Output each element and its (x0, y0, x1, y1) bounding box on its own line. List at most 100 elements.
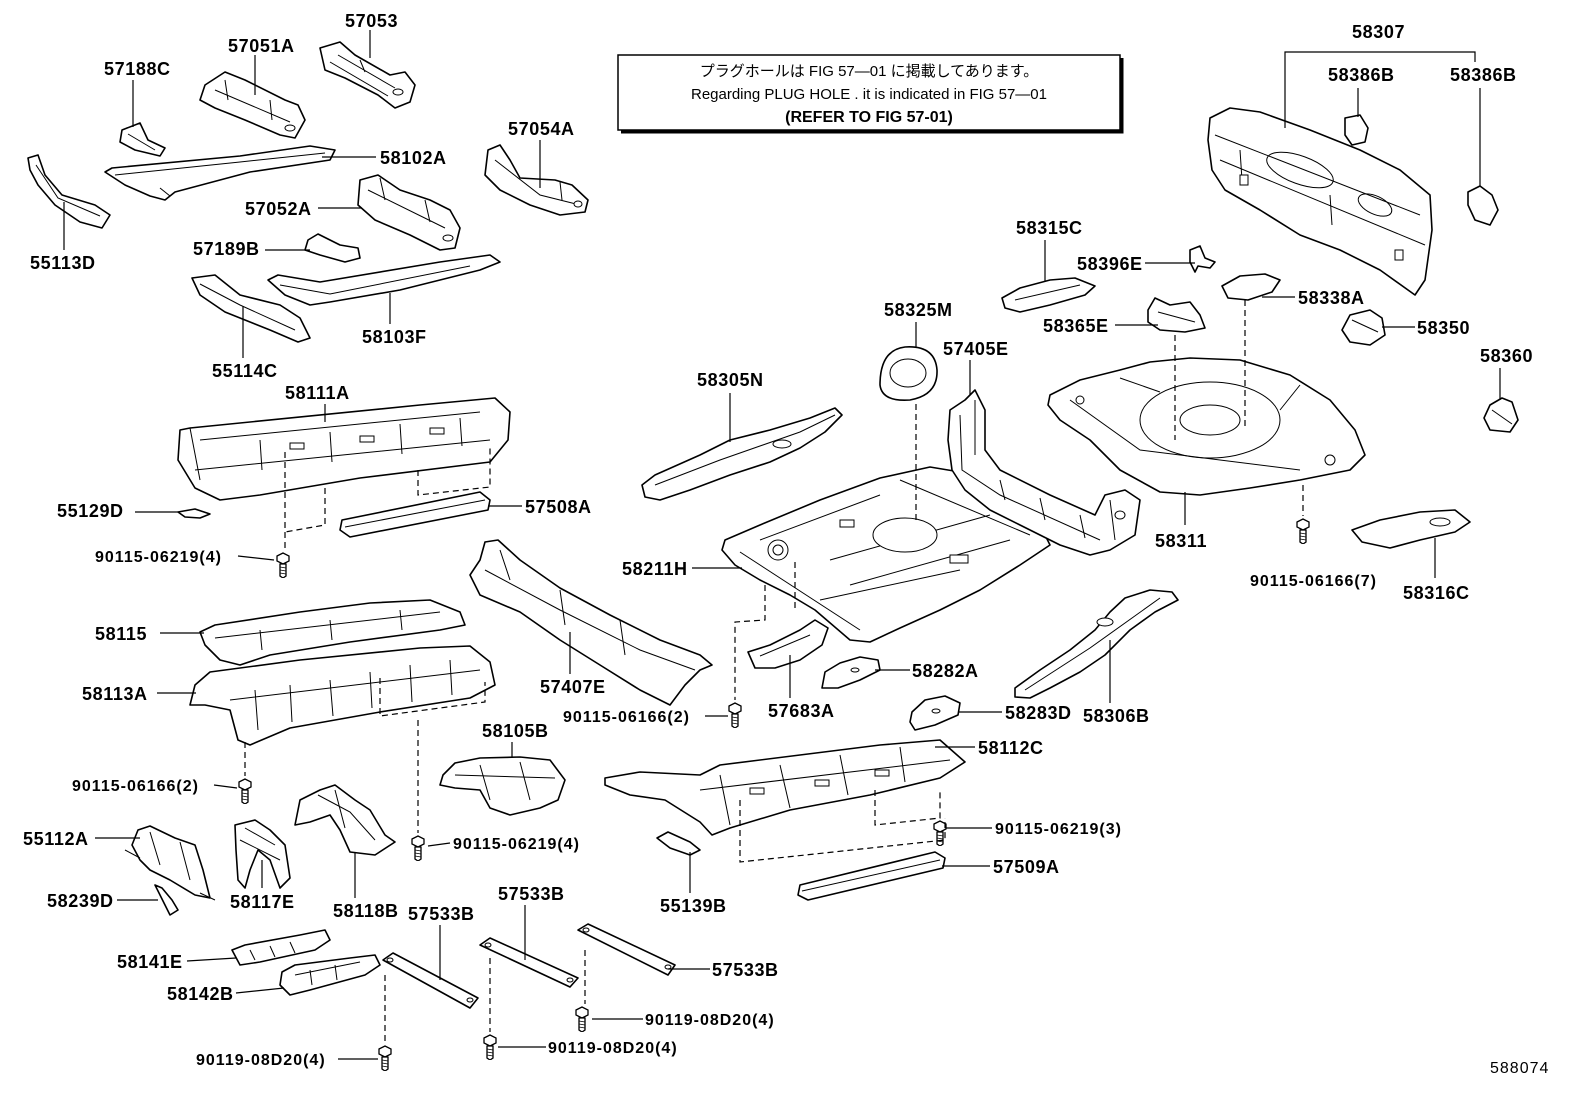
callout-57051A: 57051A (228, 36, 295, 56)
part-57189B (304, 233, 361, 263)
part-57188C (119, 122, 166, 157)
dashed-relation-lines (244, 300, 1304, 1043)
callout-90115-06219-4-left: 90115-06219(4) (95, 549, 222, 566)
callout-58102A: 58102A (380, 148, 447, 168)
part-58118B (294, 784, 396, 856)
callout-58365E: 58365E (1043, 316, 1109, 336)
callout-58283D: 58283D (1005, 703, 1072, 723)
callout-58316C: 58316C (1403, 583, 1470, 603)
leader-lines (63, 30, 1501, 1060)
part-58325M (879, 346, 938, 402)
callout-55113D: 55113D (30, 253, 96, 273)
part-55113D (27, 154, 111, 229)
callout-58306B: 58306B (1083, 706, 1150, 726)
callout-58112C: 58112C (978, 738, 1044, 758)
bolt-90119-08D20-left (379, 1046, 391, 1071)
callout-55129D: 55129D (57, 501, 124, 521)
part-58311 (1047, 357, 1366, 496)
callout-90115-06166-2-left: 90115-06166(2) (72, 778, 199, 795)
callout-90115-06166-2-center: 90115-06166(2) (563, 709, 690, 726)
bolt-90119-08D20-middle (484, 1035, 496, 1060)
callout-58103F: 58103F (362, 327, 427, 347)
callout-57053: 57053 (345, 11, 398, 31)
callout-58239D: 58239D (47, 891, 114, 911)
note-line-refer: (REFER TO FIG 57-01) (785, 109, 953, 126)
callout-90119-08D20-4-right: 90119-08D20(4) (645, 1012, 775, 1029)
part-57051A (199, 71, 306, 139)
callout-57508A: 57508A (525, 497, 592, 517)
callout-57533B-middle: 57533B (498, 884, 565, 904)
callout-55114C: 55114C (212, 361, 278, 381)
part-55112A (124, 825, 216, 901)
callout-58113A: 58113A (82, 684, 148, 704)
part-55114C (191, 274, 311, 343)
part-58111A (177, 397, 511, 501)
callout-55139B: 55139B (660, 896, 727, 916)
bolt-90115-06166-left (239, 779, 251, 804)
callout-58211H: 58211H (622, 559, 688, 579)
part-58307 (1207, 107, 1433, 296)
callout-58350: 58350 (1417, 318, 1470, 338)
part-58113A (189, 645, 496, 746)
part-58105B (439, 756, 566, 816)
note-line-english: Regarding PLUG HOLE . it is indicated in… (691, 86, 1047, 103)
callout-58142B: 58142B (167, 984, 234, 1004)
part-58315C (1001, 277, 1096, 313)
part-58305N (641, 407, 843, 501)
part-58282A (821, 656, 881, 689)
part-58115 (199, 599, 466, 666)
callout-90119-08D20-4-middle: 90119-08D20(4) (548, 1040, 678, 1057)
callout-58325M: 58325M (884, 300, 953, 320)
part-58360 (1483, 397, 1519, 433)
callout-90115-06166-7: 90115-06166(7) (1250, 573, 1377, 590)
bolt-90115-06166-rear (1297, 519, 1309, 544)
part-58386B-left (1344, 114, 1369, 146)
part-58211H (721, 466, 1051, 643)
part-58141E (231, 929, 331, 966)
callout-57533B-right: 57533B (712, 960, 779, 980)
part-58338A (1221, 273, 1281, 301)
callout-57683A: 57683A (768, 701, 835, 721)
part-58117E (234, 819, 291, 889)
part-55129D (177, 508, 211, 519)
callout-58386B-right: 58386B (1450, 65, 1517, 85)
callout-57533B-left: 57533B (408, 904, 475, 924)
callout-57405E: 57405E (943, 339, 1009, 359)
part-57508A (339, 491, 491, 538)
part-57053 (319, 41, 416, 109)
part-58103F (267, 254, 501, 306)
part-58306B (1014, 589, 1179, 699)
bolt-90119-08D20-right (576, 1007, 588, 1032)
callout-58305N: 58305N (697, 370, 764, 390)
callout-57189B: 57189B (193, 239, 260, 259)
callout-58105B: 58105B (482, 721, 549, 741)
callout-58111A: 58111A (285, 383, 350, 403)
part-58350 (1341, 309, 1386, 346)
callout-58118B: 58118B (333, 901, 399, 921)
part-57407E (469, 539, 713, 706)
callout-57054A: 57054A (508, 119, 575, 139)
callout-58338A: 58338A (1298, 288, 1365, 308)
part-58386B-right (1467, 185, 1499, 226)
callout-58307: 58307 (1352, 22, 1405, 42)
part-58112C (604, 739, 966, 836)
bolt-90115-06219-left (277, 553, 289, 578)
callout-90115-06219-4-middle: 90115-06219(4) (453, 836, 580, 853)
callout-58117E: 58117E (230, 892, 295, 912)
callout-58282A: 58282A (912, 661, 979, 681)
part-57054A (484, 144, 589, 216)
callout-57509A: 57509A (993, 857, 1060, 877)
bolt-90115-06166-center (729, 703, 741, 728)
bolt-90115-06219-right (934, 821, 946, 846)
callout-58396E: 58396E (1077, 254, 1143, 274)
part-58365E (1147, 297, 1206, 333)
part-57683A (747, 619, 829, 669)
callout-58115: 58115 (95, 624, 147, 644)
callout-58386B-left: 58386B (1328, 65, 1395, 85)
callout-labels: 57053 57051A 57188C 58102A 57054A 57052A… (23, 11, 1533, 1069)
figure-number: 588074 (1490, 1060, 1549, 1077)
callout-58360: 58360 (1480, 346, 1533, 366)
part-57533B-right (577, 923, 676, 976)
note-box: プラグホールは FIG 57—01 に掲載してあります。 Regarding P… (617, 54, 1124, 134)
